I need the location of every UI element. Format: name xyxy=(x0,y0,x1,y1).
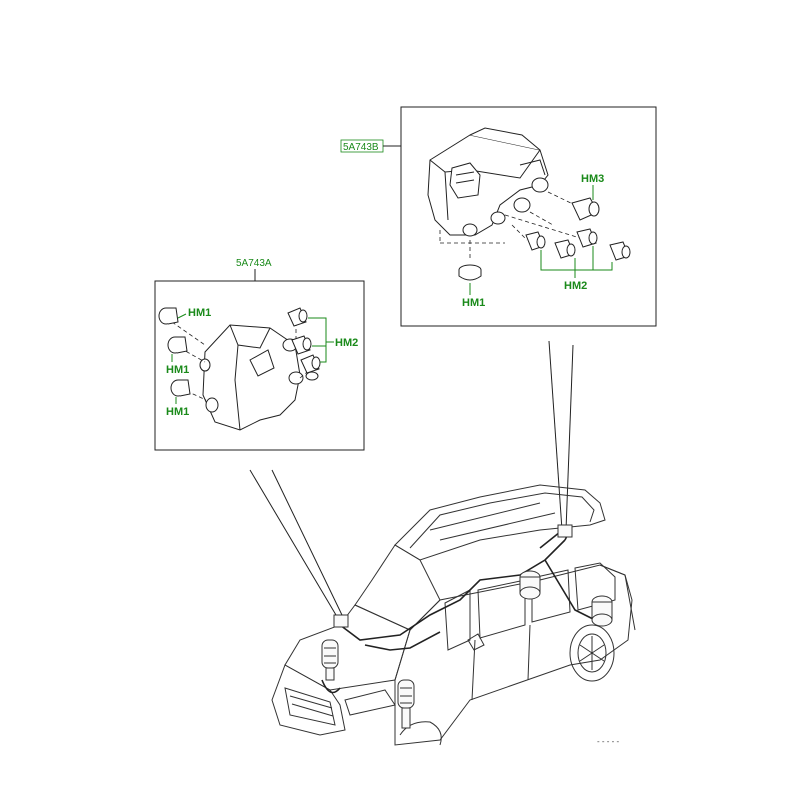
callout-hm1-a3: HM1 xyxy=(166,406,189,418)
valve-block-b xyxy=(427,127,549,237)
leader-hm2-a xyxy=(308,317,327,363)
rear-left-air-spring xyxy=(519,570,541,600)
leader-hm2 xyxy=(540,246,613,271)
valve-block-a xyxy=(199,324,304,431)
callout-hm2-b: HM2 xyxy=(564,280,587,292)
detail-view-b: 5A743B H xyxy=(340,106,657,327)
air-line-rear xyxy=(544,559,596,621)
illustration-reference: - - - - - xyxy=(597,737,620,746)
air-line-main xyxy=(339,539,566,641)
hm1-mount-b xyxy=(458,264,482,281)
callout-hm2-a: HM2 xyxy=(335,337,358,349)
front-valve-block xyxy=(333,614,349,628)
callout-hm1-a2: HM1 xyxy=(166,364,189,376)
front-right-air-spring xyxy=(397,679,415,729)
detail-frame-b xyxy=(400,106,657,327)
leader-lines-vehicle xyxy=(249,340,574,616)
callout-hm3: HM3 xyxy=(581,173,604,185)
callout-hm1-a1: HM1 xyxy=(188,307,211,319)
part-number-a: 5A743A xyxy=(236,258,272,269)
part-number-b: 5A743B xyxy=(343,142,379,153)
hm1-mounts-a xyxy=(158,307,191,397)
hm2-caps xyxy=(525,228,631,261)
detail-frame-a xyxy=(154,280,365,451)
rear-valve-block xyxy=(557,524,573,538)
rear-right-air-spring xyxy=(591,595,613,627)
air-suspension-system xyxy=(321,524,613,729)
hm2-caps-a xyxy=(287,307,321,381)
callout-hm1-b: HM1 xyxy=(462,297,485,309)
vehicle-illustration xyxy=(271,484,636,746)
detail-view-a: 5A743A HM1 HM1 xyxy=(154,258,365,451)
front-left-air-spring xyxy=(321,639,341,694)
hm3-cap xyxy=(571,197,600,221)
air-line-front xyxy=(364,631,441,651)
